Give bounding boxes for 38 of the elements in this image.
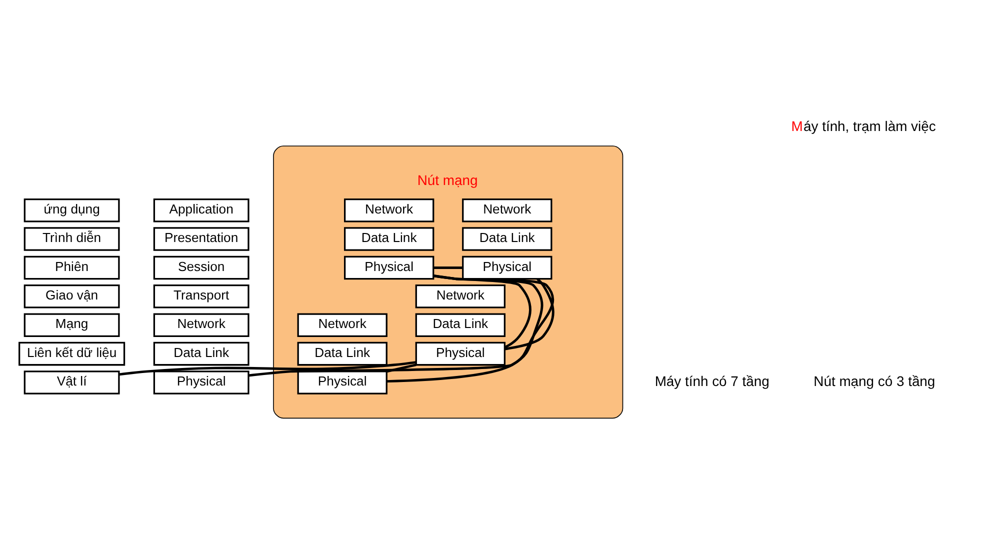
node-box: Application xyxy=(153,198,250,222)
node-box: ứng dụng xyxy=(24,198,120,222)
node-box: Data Link xyxy=(415,313,506,337)
cluster xyxy=(273,146,624,419)
node-box: Transport xyxy=(153,284,250,308)
node-box: Data Link xyxy=(153,342,250,366)
node-box: Physical xyxy=(153,370,250,394)
label: Máy tính, trạm làm việc xyxy=(791,118,936,134)
node-box: Network xyxy=(415,284,506,308)
node-box: Mạng xyxy=(24,313,120,337)
node-box: Network xyxy=(462,198,552,222)
node-box: Liên kết dữ liệu xyxy=(18,342,126,366)
connector xyxy=(386,274,544,383)
node-box: Trình diễn xyxy=(24,227,120,251)
connector xyxy=(248,274,554,377)
node-box: Session xyxy=(153,256,250,280)
connector xyxy=(434,266,463,269)
connector xyxy=(504,278,554,350)
node-box: Physical xyxy=(415,342,506,366)
node-box: Network xyxy=(297,313,388,337)
node-box: Vật lí xyxy=(24,370,120,394)
node-box: Phiên xyxy=(24,256,120,280)
label: Nút mạng xyxy=(417,172,478,188)
connector xyxy=(434,274,532,348)
connector xyxy=(119,361,416,376)
node-box: Physical xyxy=(344,256,434,280)
label: Nút mạng có 3 tầng xyxy=(814,372,936,389)
node-box: Data Link xyxy=(344,227,434,251)
label: Máy tính có 7 tầng xyxy=(654,372,770,389)
node-box: Giao vận xyxy=(24,284,120,308)
node-box: Network xyxy=(344,198,434,222)
node-box: Physical xyxy=(297,370,388,394)
node-box: Physical xyxy=(462,256,552,280)
node-box: Network xyxy=(153,313,250,337)
node-box: Data Link xyxy=(297,342,388,366)
connector xyxy=(386,364,416,373)
node-box: Presentation xyxy=(153,227,250,251)
node-box: Data Link xyxy=(462,227,552,251)
